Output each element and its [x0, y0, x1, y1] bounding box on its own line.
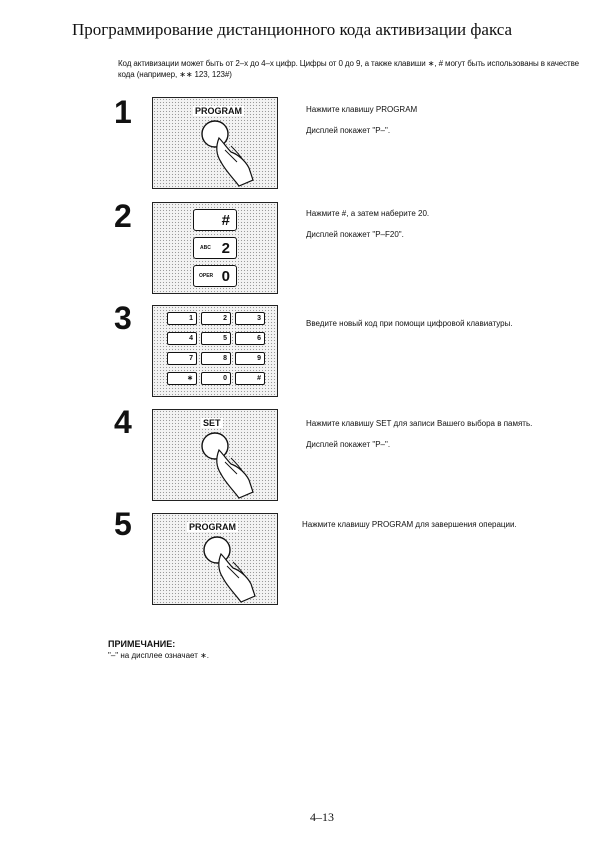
program-key-label: PROGRAM [187, 522, 238, 532]
step-4-description: Нажмите клавишу SET для записи Вашего вы… [306, 418, 586, 460]
step-5-line-1: Нажмите клавишу PROGRAM для завершения о… [302, 520, 517, 529]
step-1-number: 1 [114, 94, 132, 130]
keypad-key: 0 [201, 372, 231, 385]
note-heading: ПРИМЕЧАНИЕ: [108, 639, 176, 649]
step-4-number: 4 [114, 404, 132, 440]
oper-0-key: OPER 0 [193, 265, 237, 287]
step-3-line-1: Введите новый код при помощи цифровой кл… [306, 319, 513, 328]
step-1-panel: PROGRAM [152, 97, 278, 189]
step-3-number: 3 [114, 300, 132, 336]
page-title: Программирование дистанционного кода акт… [72, 20, 513, 39]
page-number: 4–13 [310, 810, 334, 824]
keypad-key: 9 [235, 352, 265, 365]
step-2-line-2: Дисплей покажет "P–F20". [306, 230, 404, 239]
program-key-label: PROGRAM [193, 106, 244, 116]
finger-press-icon [201, 120, 254, 187]
step-3-description: Введите новый код при помощи цифровой кл… [306, 318, 586, 339]
step-4-line-2: Дисплей покажет "P–". [306, 440, 391, 449]
set-key-label: SET [201, 418, 223, 428]
keypad-key: 1 [167, 312, 197, 325]
finger-press-icon [203, 536, 256, 603]
intro-text: Код активизации может быть от 2–х до 4–х… [118, 59, 580, 79]
step-2-description: Нажмите #, а затем наберите 20. Дисплей … [306, 208, 586, 250]
keypad-key: 8 [201, 352, 231, 365]
note-text: "‒" на дисплее означает ∗. [108, 651, 210, 660]
step-5-number: 5 [114, 506, 132, 542]
keypad-key: 5 [201, 332, 231, 345]
step-4-panel: SET [152, 409, 278, 501]
step-2-number: 2 [114, 198, 132, 234]
step-2-line-1: Нажмите #, а затем наберите 20. [306, 209, 430, 218]
step-5-panel: PROGRAM [152, 513, 278, 605]
keypad-key: 6 [235, 332, 265, 345]
step-4-line-1: Нажмите клавишу SET для записи Вашего вы… [306, 419, 533, 428]
hash-key: # [193, 209, 237, 231]
step-1-line-1: Нажмите клавишу PROGRAM [306, 105, 418, 114]
keypad-key: 7 [167, 352, 197, 365]
keypad-key: 2 [201, 312, 231, 325]
step-1-line-2: Дисплей покажет "P–". [306, 126, 391, 135]
keypad-key: # [235, 372, 265, 385]
finger-press-icon [201, 432, 254, 499]
abc-2-key: ABC 2 [193, 237, 237, 259]
keypad-key: 4 [167, 332, 197, 345]
step-1-description: Нажмите клавишу PROGRAM Дисплей покажет … [306, 104, 586, 146]
step-2-panel: # ABC 2 OPER 0 [152, 202, 278, 294]
keypad-key: 3 [235, 312, 265, 325]
keypad-key: ∗ [167, 372, 197, 385]
step-5-description: Нажмите клавишу PROGRAM для завершения о… [302, 519, 582, 540]
